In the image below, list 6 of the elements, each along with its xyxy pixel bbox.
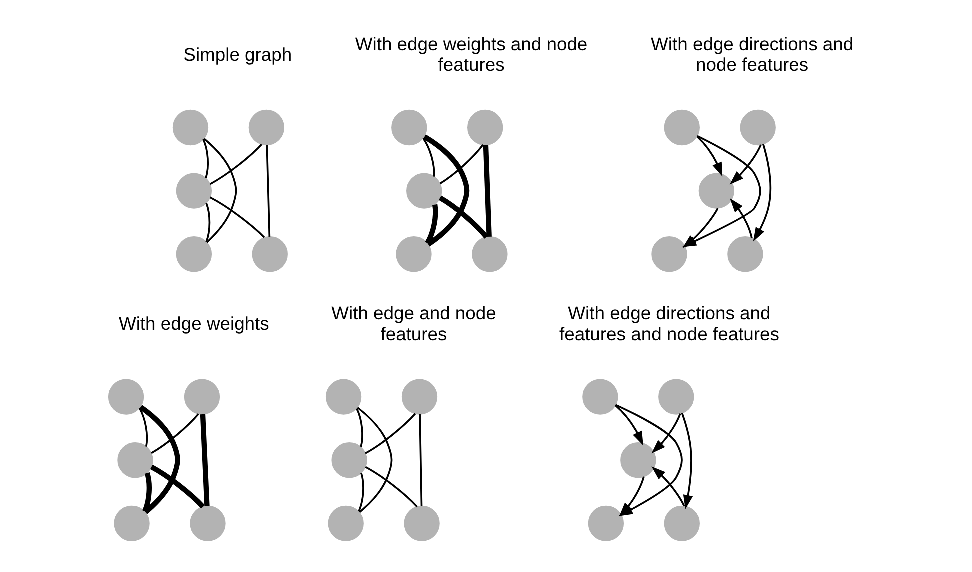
- label: With edge weights and node features: [354, 33, 588, 76]
- label: With edge directions and features and node features: [558, 302, 779, 344]
- label: With edge and node features: [331, 302, 496, 344]
- label: Simple graph: [183, 44, 292, 65]
- label: With edge directions and node features: [650, 33, 854, 76]
- label: With edge weights: [118, 313, 269, 334]
